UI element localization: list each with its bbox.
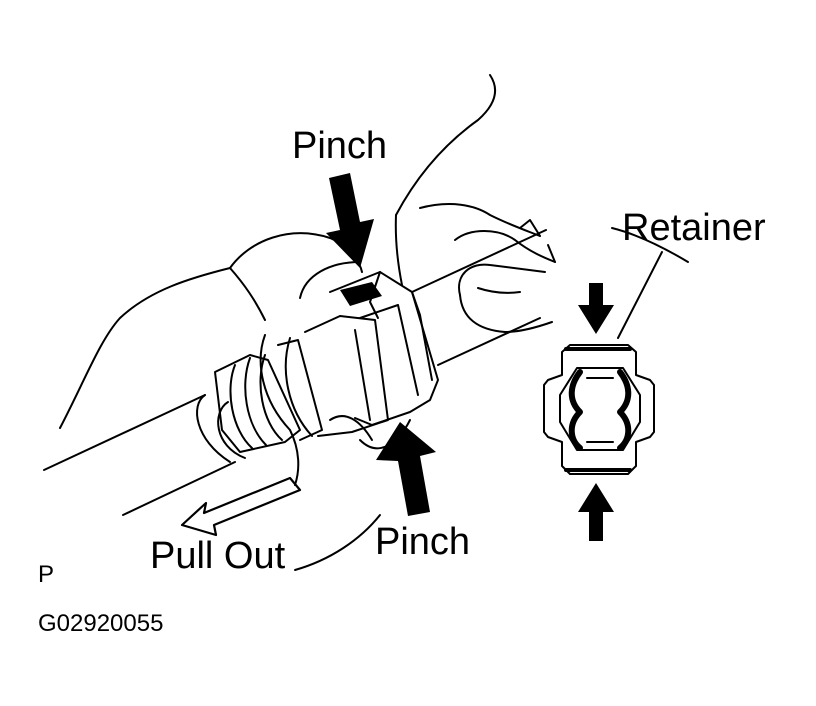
pinch-label-bottom: Pinch — [375, 521, 471, 563]
retainer-label: Retainer — [622, 207, 766, 249]
hose — [43, 394, 246, 516]
retainer-leader — [617, 251, 663, 339]
left-hand — [59, 232, 411, 571]
fuel-line — [411, 229, 547, 366]
pinch-arrow-bottom — [376, 422, 436, 516]
quick-connector — [214, 315, 389, 453]
pinch-label-top: Pinch — [292, 125, 388, 167]
pinch-arrow-top — [326, 173, 374, 268]
squeeze-arrow-bottom — [578, 483, 614, 541]
figure-code: G02920055 — [38, 610, 164, 637]
pull-out-arrow — [180, 476, 302, 537]
squeeze-arrow-top — [578, 283, 614, 334]
retainer-clip — [329, 271, 439, 426]
right-hand — [394, 74, 689, 333]
p-mark: P — [38, 561, 55, 588]
retainer-detail — [543, 344, 655, 475]
pull-out-label: Pull Out — [150, 535, 286, 577]
